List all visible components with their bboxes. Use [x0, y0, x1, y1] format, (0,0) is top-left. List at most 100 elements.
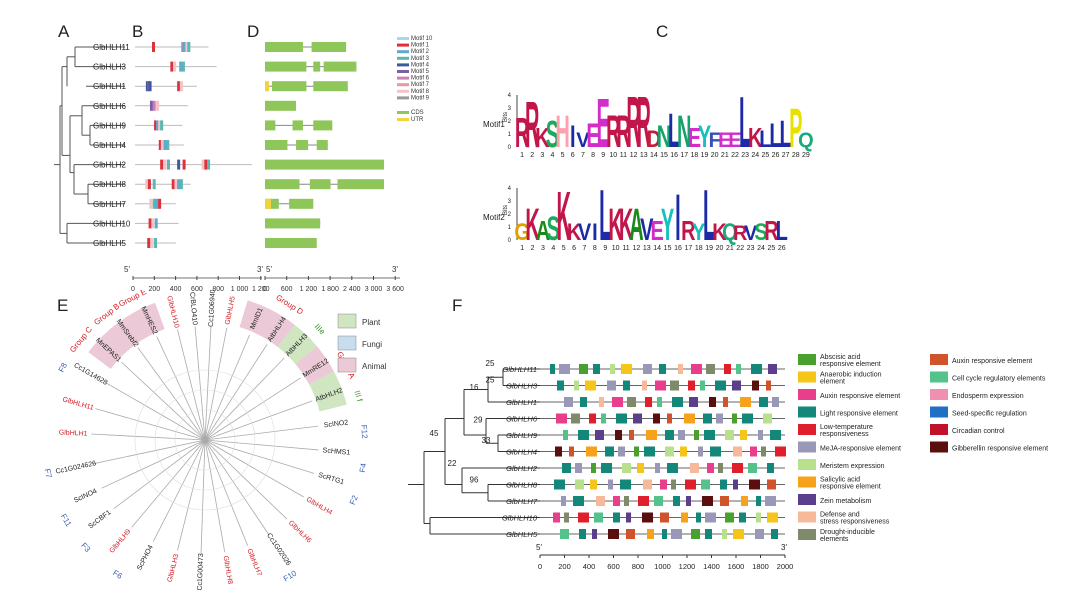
gene-label: GlbHLH4 — [93, 141, 126, 150]
cis-element — [736, 364, 741, 374]
logo-letter: V — [576, 130, 590, 152]
ring-taxon-label: GlbHLH10 — [165, 295, 180, 329]
element-legend-swatch — [798, 476, 816, 488]
cis-element — [647, 529, 654, 539]
element-legend-label: Cell cycle regulatory elements — [952, 376, 1046, 383]
motif-block — [148, 81, 152, 92]
logo-letter: S — [754, 218, 767, 245]
cis-element — [710, 446, 721, 457]
cis-element — [633, 413, 642, 424]
motif-legend-label: Motif 10 — [411, 36, 433, 42]
cis-element — [621, 364, 632, 374]
cds-block — [292, 120, 303, 131]
motif-block — [154, 120, 158, 131]
logo-y-tick: 2 — [508, 119, 512, 125]
motif-block — [177, 159, 181, 170]
element-legend-label: responsive element — [820, 484, 881, 491]
cis-element — [637, 463, 644, 473]
motif-legend-label: Motif 5 — [411, 69, 430, 75]
cis-element — [608, 479, 613, 490]
logo-letter: I — [592, 218, 598, 245]
logo-x-tick: 5 — [562, 245, 566, 252]
ring-taxon-label: Cc1G00473 — [197, 553, 205, 590]
logo-letter: Y — [692, 218, 706, 245]
cis-element — [691, 529, 700, 539]
logo-letter: K — [557, 177, 571, 254]
radial-branch — [204, 390, 209, 441]
f-axis-tick-label: 200 — [558, 562, 571, 571]
motif-legend-swatch — [397, 83, 409, 87]
logo-x-tick: 2 — [531, 245, 535, 252]
logo-letter: K — [748, 123, 763, 154]
cds-block — [323, 61, 357, 72]
logo-letter: E — [597, 84, 610, 161]
radial-branch — [284, 425, 319, 431]
logo-letter: R — [616, 107, 630, 157]
cis-element — [665, 446, 674, 457]
element-legend-label: Low-temperature — [820, 424, 873, 431]
cis-element — [724, 364, 731, 374]
gene-label: GlbHLH10 — [502, 514, 538, 523]
utr-block — [265, 81, 269, 92]
panel-label-f: F — [452, 296, 463, 315]
logo-x-tick: 8 — [593, 245, 597, 252]
cis-element — [660, 479, 667, 490]
gene-label: GlbHLH5 — [93, 239, 126, 248]
utr-legend-label: UTR — [411, 117, 424, 123]
radial-branch — [177, 329, 189, 373]
f-axis-tick-label: 1600 — [728, 562, 745, 571]
radial-branch — [131, 493, 161, 528]
logo-letter: R — [637, 83, 651, 163]
logo-y-tick: 0 — [508, 145, 512, 151]
logo-x-tick: 15 — [660, 152, 668, 159]
cis-element — [624, 496, 629, 506]
cis-element — [748, 463, 757, 473]
cis-element — [720, 496, 729, 506]
axis-d-tick-label: 3 000 — [365, 286, 383, 293]
motif-block — [166, 159, 170, 170]
logo-x-tick: 12 — [633, 245, 641, 252]
cis-element — [615, 430, 622, 440]
cds-legend-label: CDS — [411, 110, 424, 116]
gene-label: GlbHLH11 — [503, 365, 537, 374]
gene-label: GlbHLH6 — [93, 102, 126, 111]
cis-element — [767, 463, 774, 473]
cis-element — [613, 512, 620, 523]
logo-letter: K — [525, 200, 539, 250]
logo-letter: L — [599, 176, 611, 256]
tree-arc — [134, 369, 276, 511]
cds-block — [289, 198, 314, 209]
cds-block — [313, 120, 333, 131]
f-axis-tick-label: 1000 — [654, 562, 671, 571]
cis-element — [732, 463, 743, 473]
cis-element — [564, 397, 573, 407]
cds-block — [265, 140, 288, 150]
logo-x-tick: 10 — [612, 245, 620, 252]
motif-block — [158, 140, 162, 150]
ring-taxon-label: GlbHLH3 — [167, 553, 181, 583]
element-legend-label: Light responsive element — [820, 411, 898, 418]
motif-legend-swatch — [397, 63, 409, 67]
cis-element — [772, 397, 779, 407]
logo-letter: R — [681, 216, 695, 247]
radial-branch — [215, 499, 226, 553]
radial-branch — [212, 328, 228, 401]
cds-block — [265, 218, 321, 229]
group-label: F8 — [57, 361, 70, 374]
logo-letter: A — [629, 200, 643, 250]
logo-x-tick: 23 — [747, 245, 755, 252]
logo-x-tick: 3 — [541, 245, 545, 252]
axis-d-tick-label: 0 — [263, 286, 267, 293]
motif-block — [177, 179, 181, 190]
cis-element — [742, 413, 753, 424]
gene-label: GlbHLH3 — [93, 63, 126, 72]
element-legend-label: Salicylic acid — [820, 477, 860, 484]
element-legend-label: element — [820, 379, 845, 386]
cis-element — [612, 397, 623, 407]
cis-element — [559, 364, 570, 374]
cis-element — [585, 380, 596, 391]
gene-label: GlbHLH9 — [506, 431, 538, 440]
radial-branch — [274, 445, 319, 451]
logo-letter: S — [546, 113, 559, 156]
